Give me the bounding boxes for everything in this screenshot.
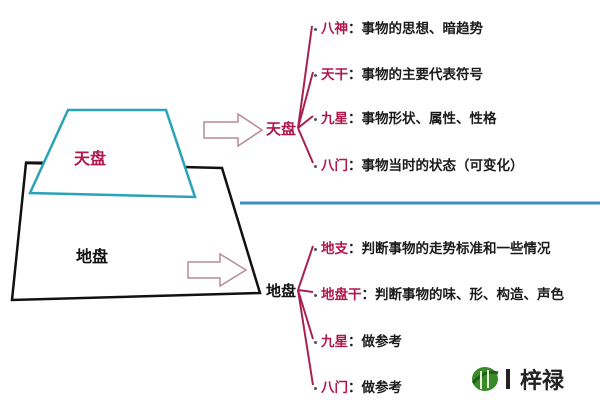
earth-title: 地盘 — [266, 282, 297, 300]
earth-plate-label: 地盘 — [76, 247, 109, 266]
bullet-icon — [314, 340, 317, 344]
heaven-item: 八神：事物的思想、暗趋势 — [314, 17, 483, 37]
heaven-item: 八门：事物当时的状态（可变化） — [314, 154, 524, 174]
bamboo-logo-icon — [471, 367, 499, 391]
bullet-icon — [314, 27, 317, 31]
earth-item: 九星：做参考 — [314, 330, 402, 350]
earth-item: 地盘干：判断事物的味、形、构造、声色 — [314, 283, 564, 303]
arrow-icon — [187, 112, 264, 288]
heaven-item: 天干：事物的主要代表符号 — [314, 63, 483, 83]
earth-item: 八门：做参考 — [314, 376, 402, 396]
heaven-item: 九星：事物形状、属性、性格 — [314, 107, 497, 127]
bullet-icon — [314, 73, 317, 77]
bullet-icon — [314, 247, 317, 251]
heaven-plate-shape — [28, 108, 197, 199]
bullet-icon — [314, 293, 317, 297]
earth-item: 地支：判断事物的走势标准和一些情况 — [314, 237, 551, 257]
bullet-icon — [314, 164, 317, 168]
bullet-icon — [314, 117, 317, 121]
watermark-logo: 梓禄 — [470, 363, 564, 395]
heaven-plate-label: 天盘 — [74, 149, 107, 168]
logo-separator — [506, 369, 510, 389]
watermark-text: 梓禄 — [520, 369, 565, 394]
heaven-title: 天盘 — [266, 120, 297, 138]
bullet-icon — [314, 386, 317, 390]
